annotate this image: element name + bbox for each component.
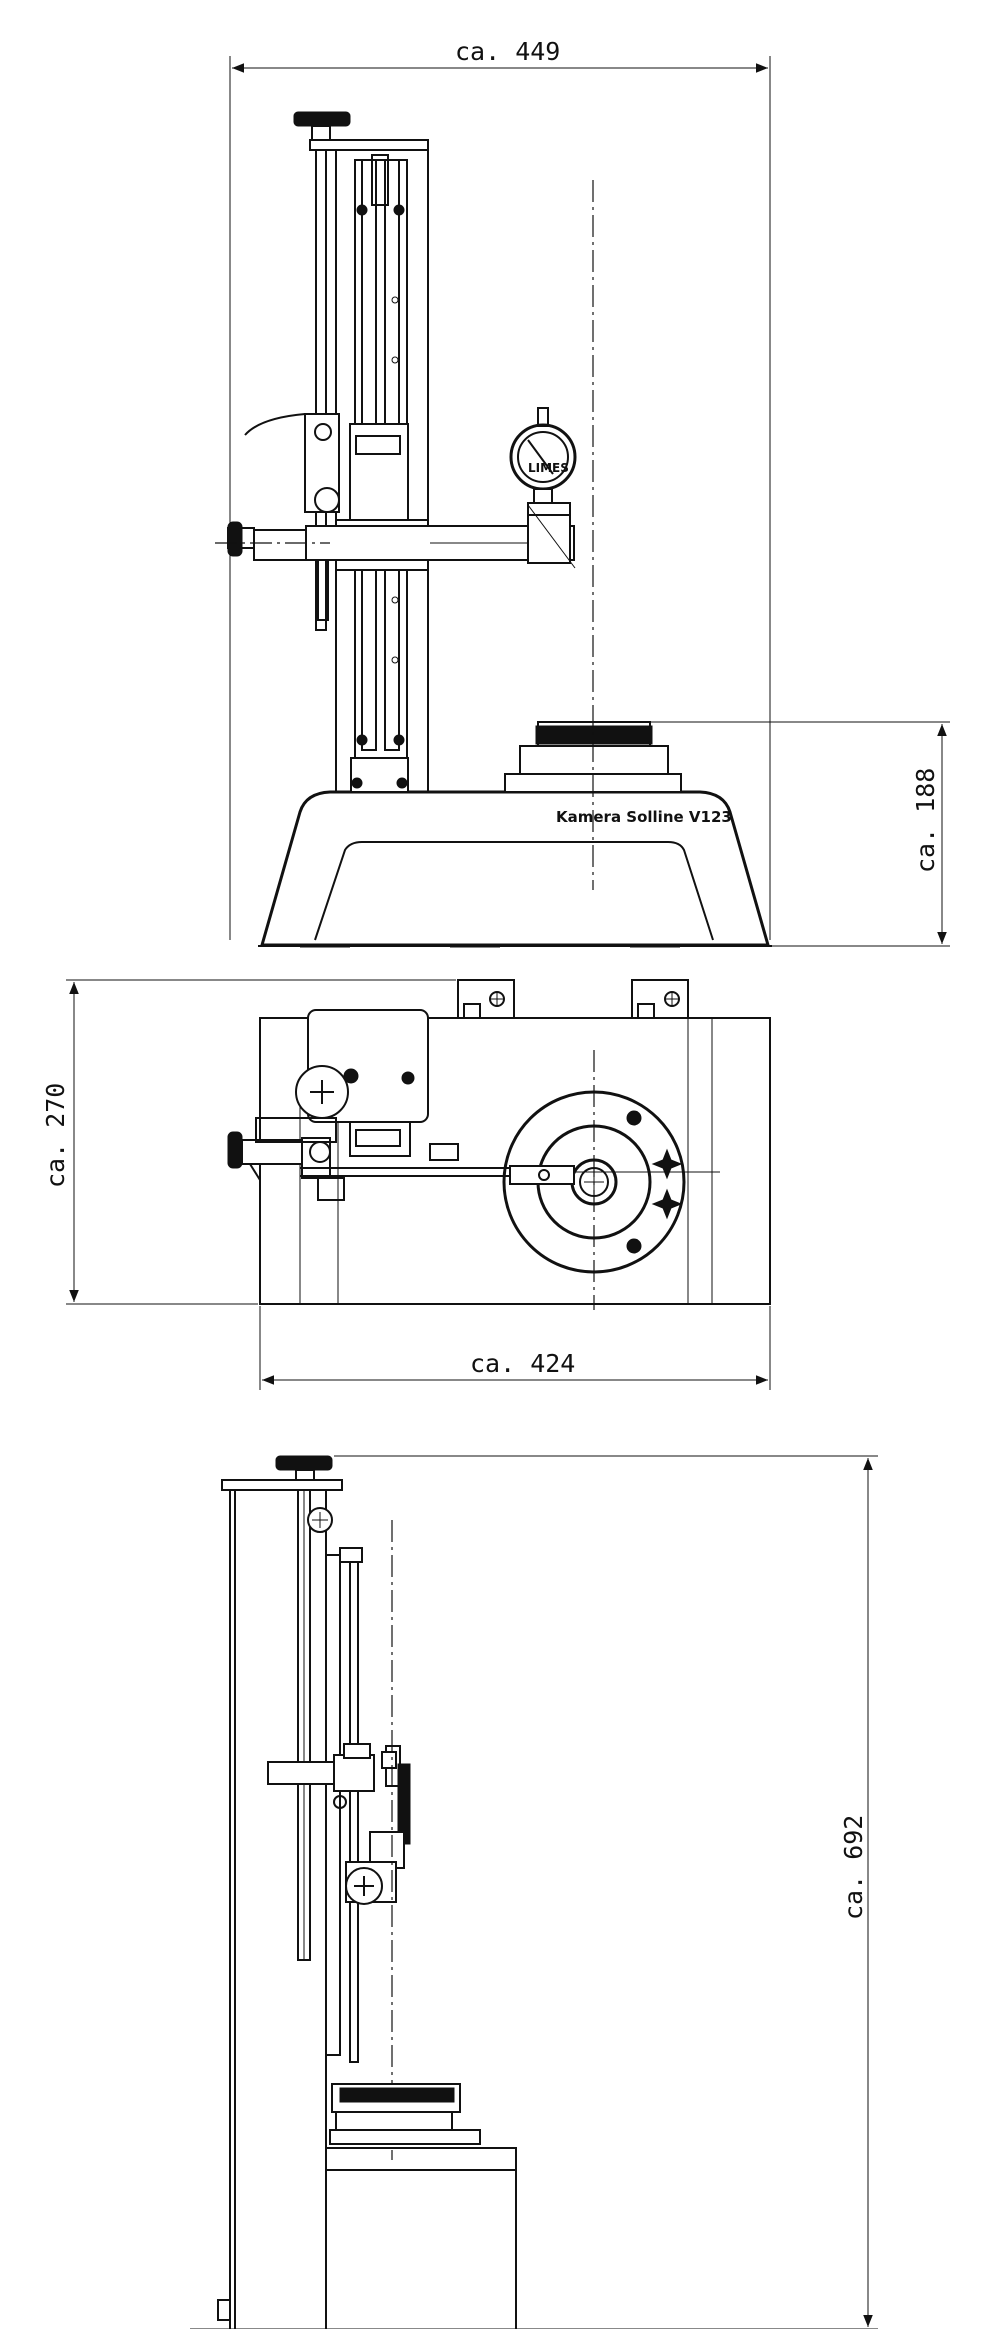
brand-label: Kamera Solline V123 <box>556 808 732 826</box>
dimension-total-height-label: ca. 692 <box>839 1815 868 1920</box>
bracket-left <box>457 979 515 1019</box>
dial-gauge: LIMES <box>509 407 577 569</box>
dimension-total-height: ca. 692 <box>334 1455 878 2329</box>
dimension-width-top-label: ca. 424 <box>470 1349 575 1378</box>
column-side <box>229 1489 327 2329</box>
dimension-width-front: ca. 449 <box>229 37 771 940</box>
dimension-width-front-label: ca. 449 <box>455 37 560 66</box>
front-view: ca. 449 Kamera Solline V123 <box>215 37 950 948</box>
dimension-base-height-label: ca. 188 <box>911 768 940 873</box>
rotary-table-side <box>325 2080 517 2329</box>
dimension-depth: ca. 270 <box>41 979 456 1305</box>
gauge-logo: LIMES <box>528 461 569 475</box>
rotary-table-front <box>504 721 950 793</box>
top-view: ca. 270 ca. 424 <box>41 979 771 1390</box>
side-view: ca. 692 <box>190 1455 878 2329</box>
dimension-base-height: ca. 188 <box>772 724 950 947</box>
base-housing: Kamera Solline V123 <box>258 790 772 948</box>
bracket-right <box>631 979 689 1019</box>
dimension-depth-label: ca. 270 <box>41 1083 70 1188</box>
dimension-width-top: ca. 424 <box>259 1306 771 1390</box>
camera-housing-top <box>295 1009 429 1157</box>
